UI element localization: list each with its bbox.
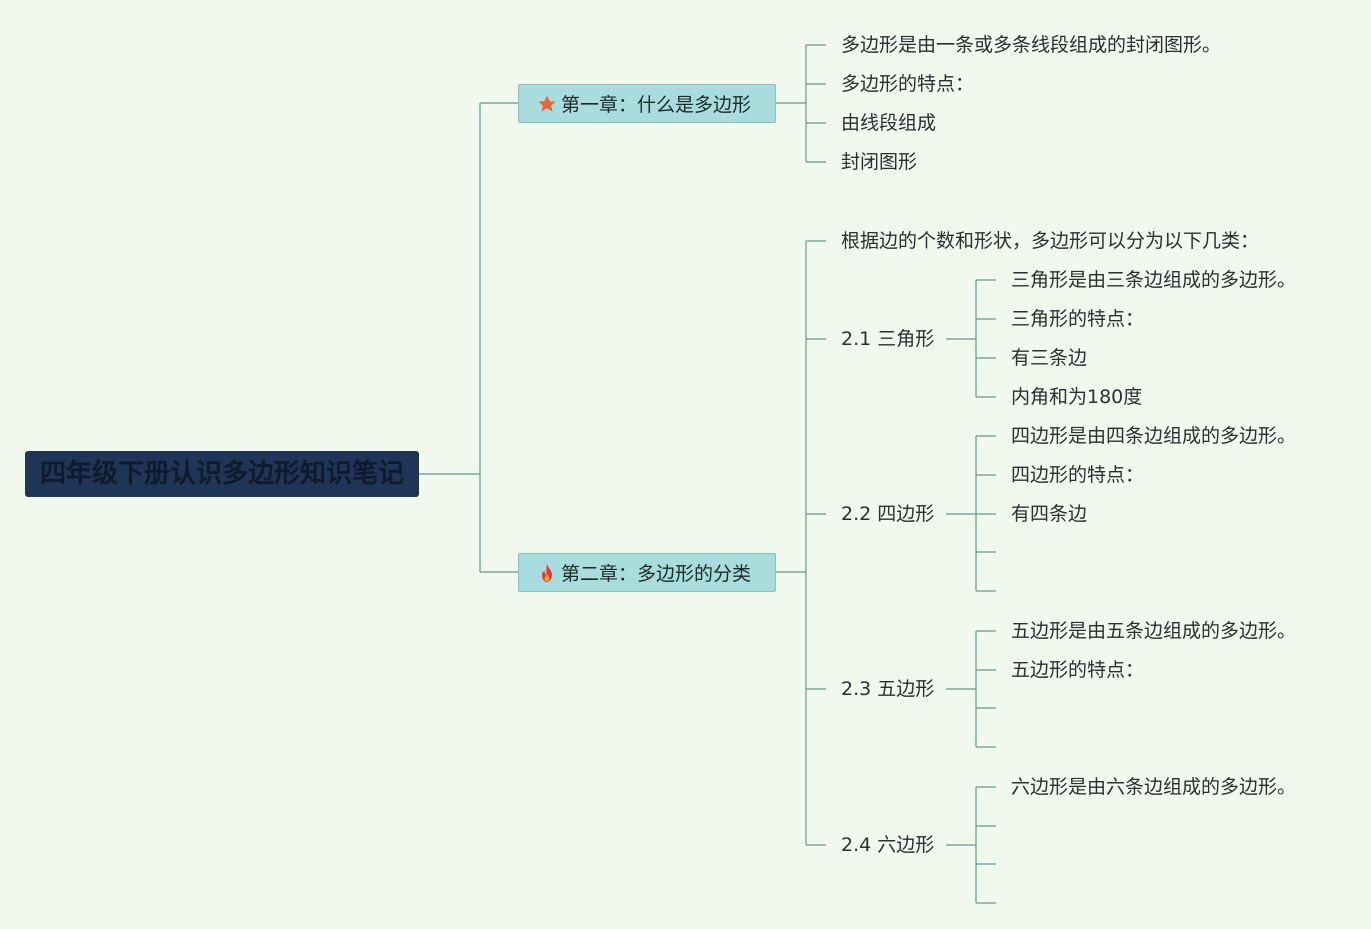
root-connector: [419, 102, 518, 573]
chapter1-item[interactable]: 由线段组成: [841, 112, 937, 134]
section-item[interactable]: 三角形是由三条边组成的多边形。: [1011, 269, 1297, 291]
chapter2-intro[interactable]: 根据边的个数和形状，多边形可以分为以下几类：: [841, 230, 1260, 252]
section3-connector: [946, 630, 996, 748]
chapter2-title: 第二章：多边形的分类: [561, 563, 752, 585]
star-icon: [537, 94, 557, 114]
fire-icon: [537, 563, 557, 583]
section-item[interactable]: 五边形的特点：: [1011, 659, 1145, 681]
section-item[interactable]: 四边形是由四条边组成的多边形。: [1011, 425, 1297, 447]
chapter2-connector: [776, 240, 826, 846]
section-title[interactable]: 2.2 四边形: [841, 503, 935, 525]
chapter1-topic[interactable]: 第一章：什么是多边形: [518, 84, 776, 123]
section-title[interactable]: 2.4 六边形: [841, 834, 935, 856]
section-item[interactable]: 五边形是由五条边组成的多边形。: [1011, 620, 1297, 642]
section-item[interactable]: 三角形的特点：: [1011, 308, 1145, 330]
chapter1-item[interactable]: 多边形的特点：: [841, 73, 975, 95]
section2-connector: [946, 435, 996, 592]
section1-connector: [946, 279, 996, 398]
section-item[interactable]: 四边形的特点：: [1011, 464, 1145, 486]
chapter2-topic[interactable]: 第二章：多边形的分类: [518, 553, 776, 592]
section-title[interactable]: 2.1 三角形: [841, 328, 935, 350]
section-title[interactable]: 2.3 五边形: [841, 678, 935, 700]
chapter1-item[interactable]: 封闭图形: [841, 151, 918, 173]
section-item[interactable]: 有四条边: [1011, 503, 1088, 525]
chapter1-title: 第一章：什么是多边形: [561, 94, 752, 116]
root-topic[interactable]: 四年级下册认识多边形知识笔记: [25, 451, 419, 497]
section-item[interactable]: 有三条边: [1011, 347, 1088, 369]
chapter1-connector: [776, 44, 826, 163]
chapter1-item[interactable]: 多边形是由一条或多条线段组成的封闭图形。: [841, 34, 1222, 56]
section4-connector: [946, 786, 996, 904]
section-item[interactable]: 六边形是由六条边组成的多边形。: [1011, 776, 1297, 798]
section-item[interactable]: 内角和为180度: [1011, 386, 1143, 408]
